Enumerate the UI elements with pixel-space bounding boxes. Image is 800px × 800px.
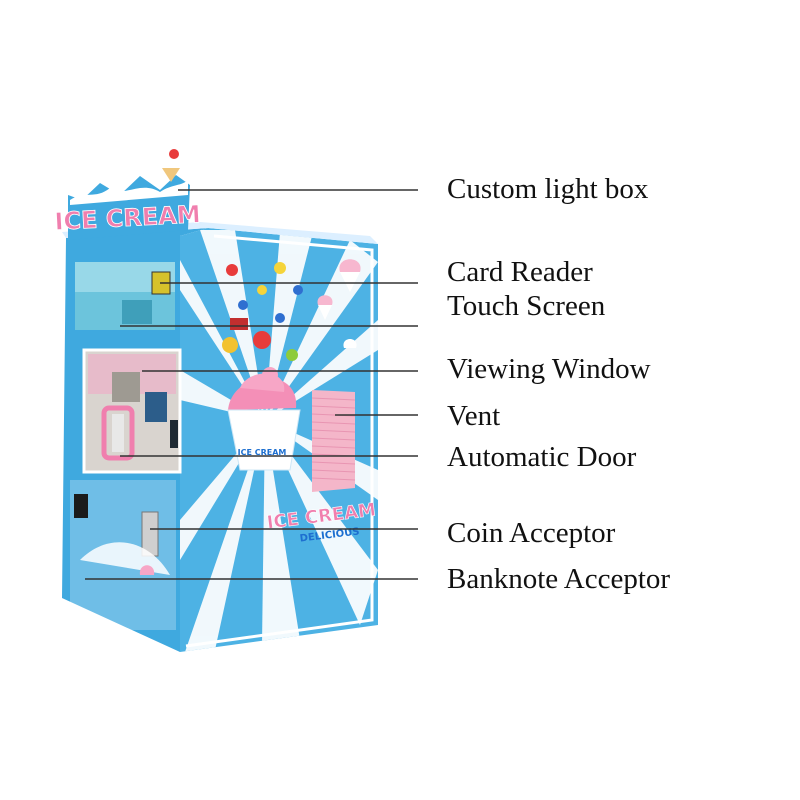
cone-decorations [317, 259, 361, 348]
vent-grille [311, 390, 356, 492]
qr-sticker [230, 318, 248, 330]
callout-automatic-door: Automatic Door [447, 441, 637, 473]
callout-coin-acceptor: Coin Acceptor [447, 517, 616, 549]
cup-logo: ICE CREAM [238, 448, 287, 457]
vending-machine: ICE CREAM [62, 222, 378, 652]
light-box: ICE CREAM [53, 149, 202, 240]
callout-card-reader: Card Reader [447, 256, 593, 288]
callout-touch-screen: Touch Screen [447, 290, 606, 322]
coin-acceptor [74, 494, 88, 518]
sundae-graphic: ICE CREAM [227, 367, 301, 471]
callout-custom-light-box: Custom light box [447, 173, 649, 205]
callout-vent: Vent [447, 400, 501, 432]
callout-banknote-acceptor: Banknote Acceptor [447, 563, 671, 595]
side-frame [185, 234, 374, 648]
automatic-door [101, 405, 135, 461]
callout-viewing-window: Viewing Window [447, 353, 651, 385]
fruit-decorations [222, 262, 303, 361]
leader-lines [85, 189, 418, 580]
